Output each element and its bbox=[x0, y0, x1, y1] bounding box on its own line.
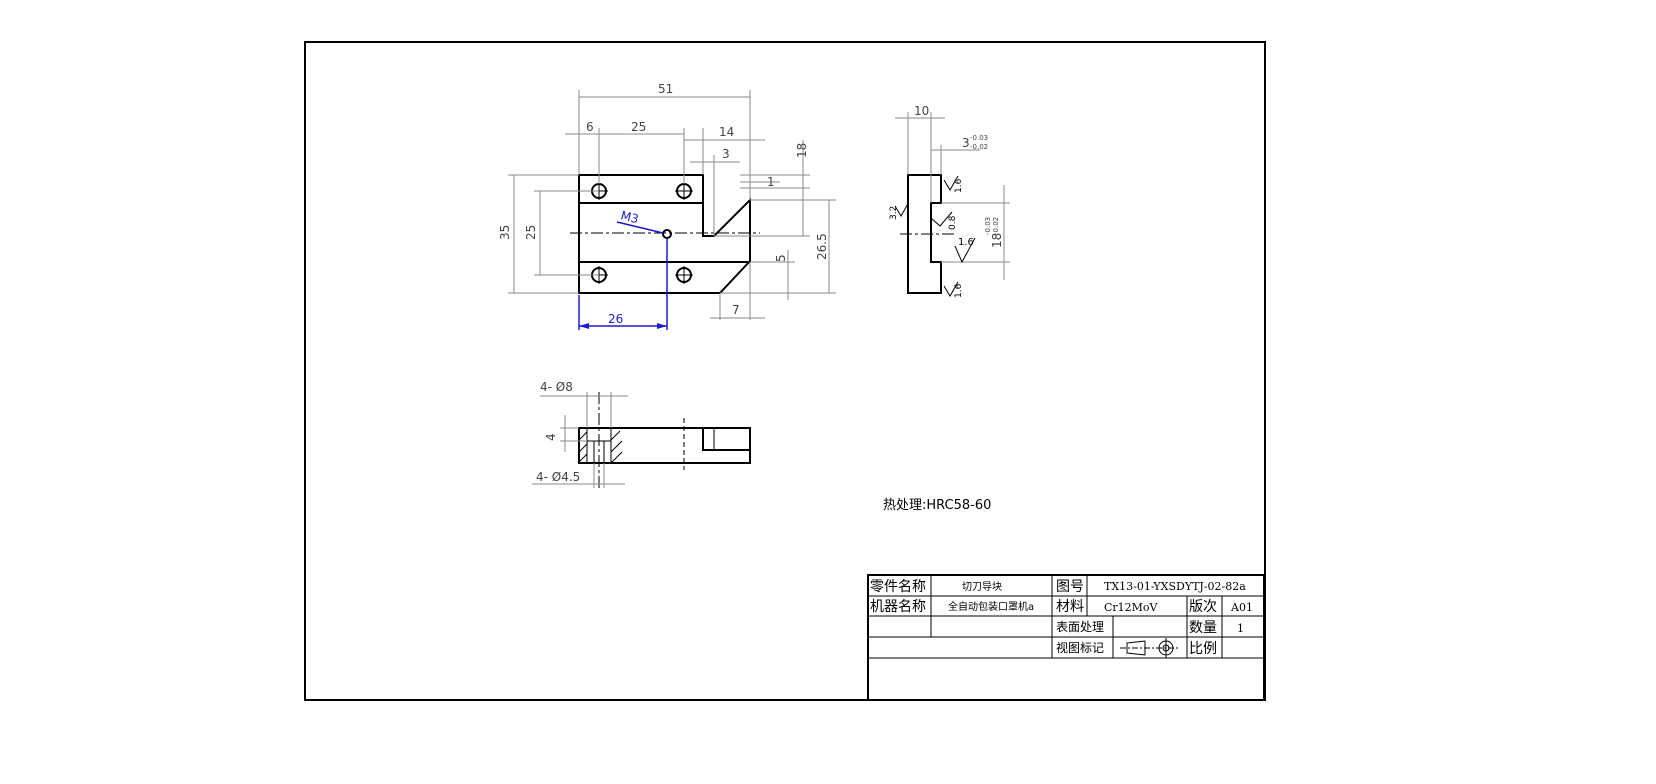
top-view bbox=[578, 392, 751, 490]
roughness-1: 1.6 bbox=[954, 178, 964, 193]
dim-25-left: 25 bbox=[524, 225, 538, 240]
top-dimension-texts: 4- Ø8 4 4- Ø4.5 bbox=[536, 380, 580, 484]
roughness-5: 3.2 bbox=[889, 206, 899, 220]
dim-depth-4: 4 bbox=[544, 433, 558, 441]
label-view: 视图标记 bbox=[1056, 640, 1104, 655]
roughness-2: 0.8 bbox=[948, 215, 958, 230]
roughness-symbols: 1.6 0.8 1.6 1.6 3.2 bbox=[889, 175, 976, 298]
dim-side-18-tol-lower: -0.02 bbox=[992, 217, 1000, 235]
part-outline-top bbox=[578, 427, 751, 464]
part-name: 切刀导块 bbox=[962, 581, 1002, 593]
side-dimension-texts: 10 3 -0.03 -0.02 18 -0.03 -0.02 bbox=[914, 104, 1004, 248]
section-hatch bbox=[578, 430, 623, 464]
label-material: 材料 bbox=[1056, 599, 1084, 615]
dim-side-3-tol-upper: -0.03 bbox=[970, 134, 988, 142]
dim-side-10: 10 bbox=[914, 104, 929, 118]
dim-7: 7 bbox=[732, 303, 740, 317]
dim-25-top: 25 bbox=[631, 120, 646, 134]
quantity: 1 bbox=[1237, 622, 1244, 635]
dim-35: 35 bbox=[498, 225, 512, 240]
label-scale: 比例 bbox=[1189, 641, 1217, 657]
roughness-3: 1.6 bbox=[958, 237, 974, 248]
top-dimensions bbox=[532, 392, 628, 488]
dim-18: 18 bbox=[795, 143, 809, 158]
label-quantity: 数量 bbox=[1189, 620, 1217, 636]
material: Cr12MoV bbox=[1104, 601, 1159, 614]
side-view bbox=[900, 174, 955, 294]
projection-symbol-icon bbox=[1120, 638, 1180, 658]
title-block: 零件名称 切刀导块 图号 TX13-01-YXSDYTJ-02-82a 机器名称… bbox=[867, 574, 1265, 701]
dim-side-3-tol-lower: -0.02 bbox=[970, 143, 988, 151]
dim-26: 26 bbox=[608, 312, 623, 326]
dim-m3: M3 bbox=[619, 208, 640, 226]
front-dimension-texts: 51 6 25 14 3 1 18 26.5 5 7 35 25 bbox=[498, 82, 829, 317]
highlight-dimensions: M3 26 bbox=[578, 208, 668, 330]
dim-side-18-tol-upper: -0.03 bbox=[984, 217, 992, 235]
dim-1: 1 bbox=[767, 175, 775, 189]
dim-hole-8: 4- Ø8 bbox=[540, 380, 573, 394]
label-surface: 表面处理 bbox=[1056, 620, 1104, 634]
version: A01 bbox=[1230, 601, 1253, 614]
label-part-name: 零件名称 bbox=[870, 579, 926, 595]
dim-26-5: 26.5 bbox=[815, 233, 829, 260]
part-outline-side bbox=[907, 174, 942, 294]
label-drawing-no: 图号 bbox=[1056, 579, 1084, 595]
heat-treatment-note: 热处理:HRC58-60 bbox=[883, 498, 991, 513]
side-dimensions bbox=[895, 112, 1010, 280]
drawing-no: TX13-01-YXSDYTJ-02-82a bbox=[1104, 580, 1246, 593]
dim-side-18: 18 bbox=[990, 233, 1004, 248]
thread-hole-m3 bbox=[662, 229, 672, 239]
dim-3: 3 bbox=[722, 147, 730, 161]
label-machine-name: 机器名称 bbox=[870, 599, 926, 615]
dim-14: 14 bbox=[719, 125, 734, 139]
sheet-border bbox=[304, 41, 1266, 701]
roughness-4: 1.6 bbox=[954, 283, 964, 298]
machine-name: 全自动包装口罩机a bbox=[948, 600, 1034, 613]
dim-side-3: 3 bbox=[962, 136, 970, 150]
dim-5: 5 bbox=[774, 254, 788, 262]
dim-6: 6 bbox=[586, 120, 594, 134]
dim-51: 51 bbox=[658, 82, 673, 96]
front-dimensions bbox=[508, 90, 836, 320]
dim-hole-4-5: 4- Ø4.5 bbox=[536, 470, 580, 484]
label-version: 版次 bbox=[1189, 599, 1217, 615]
slot-top-view bbox=[702, 427, 751, 451]
